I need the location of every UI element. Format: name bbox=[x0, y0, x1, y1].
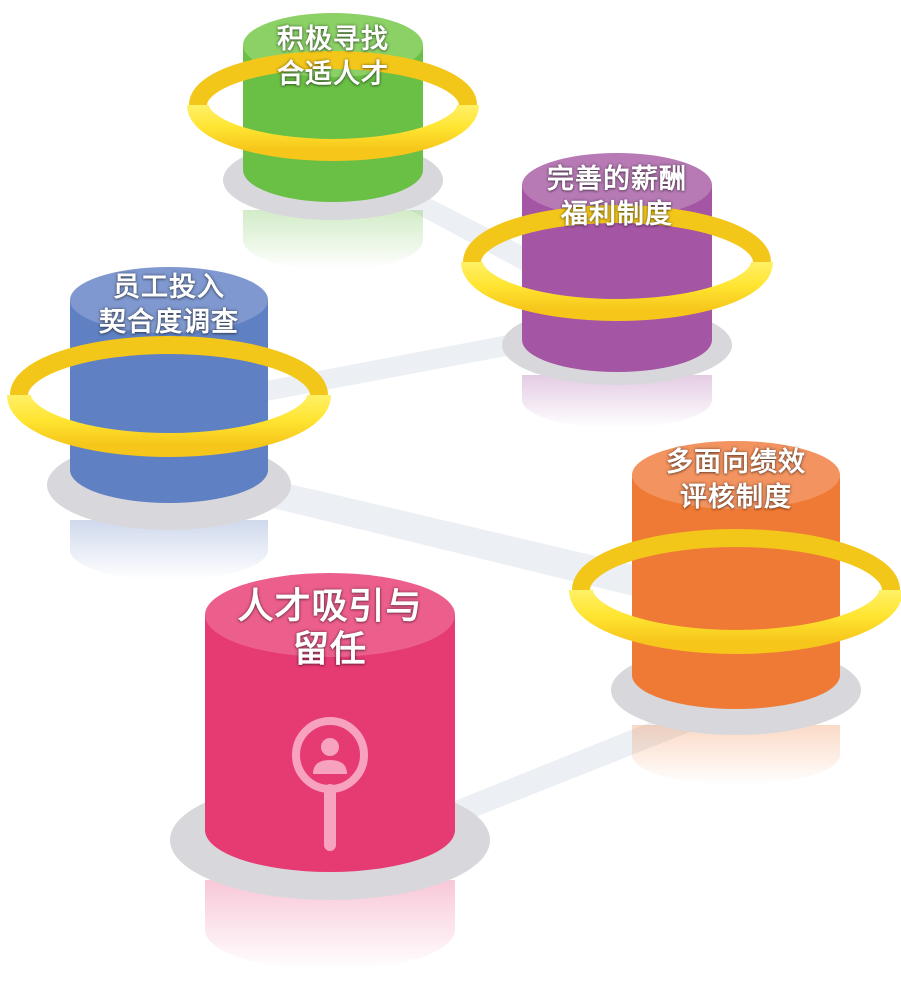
label-performance-line-2: 评核制度 bbox=[680, 482, 792, 514]
label-recruit-line-2: 合适人才 bbox=[277, 59, 389, 91]
label-performance: 多面向绩效 评核制度 bbox=[631, 445, 841, 515]
cylinder-top-performance bbox=[632, 441, 840, 509]
magnifier-person-icon bbox=[292, 717, 368, 851]
label-engagement-line-2: 契合度调查 bbox=[99, 307, 239, 339]
label-compensation-line-1: 完善的薪酬 bbox=[547, 164, 687, 195]
reflection-compensation bbox=[522, 375, 712, 428]
reflection-engagement bbox=[70, 520, 268, 580]
node-compensation bbox=[461, 153, 773, 428]
cylinder-top-center bbox=[205, 573, 455, 657]
label-performance-line-1: 多面向绩效 bbox=[666, 447, 806, 478]
cylinder-top-compensation bbox=[522, 153, 712, 217]
label-compensation: 完善的薪酬 福利制度 bbox=[517, 162, 717, 232]
label-recruit-line-1: 积极寻找 bbox=[277, 24, 389, 55]
reflection-performance bbox=[632, 725, 840, 785]
label-center-line-1: 人才吸引与 bbox=[237, 586, 423, 627]
label-center: 人才吸引与 留任 bbox=[205, 585, 455, 671]
ring-front-recruit bbox=[187, 103, 479, 161]
cylinder-top-engagement bbox=[70, 267, 268, 333]
label-compensation-line-2: 福利制度 bbox=[561, 199, 673, 231]
label-engagement-line-1: 员工投入 bbox=[113, 272, 225, 303]
connector-engagement-performance bbox=[230, 470, 655, 600]
node-center bbox=[170, 573, 490, 970]
label-center-line-2: 留任 bbox=[292, 629, 367, 671]
node-engagement bbox=[7, 267, 331, 580]
label-recruit: 积极寻找 合适人才 bbox=[243, 22, 423, 92]
ring-front-compensation bbox=[461, 260, 773, 321]
ring-front-performance bbox=[569, 588, 901, 654]
label-engagement: 员工投入 契合度调查 bbox=[69, 270, 269, 340]
reflection-center bbox=[205, 880, 455, 970]
node-recruit bbox=[187, 13, 479, 270]
reflection-recruit bbox=[243, 210, 423, 270]
cylinder-body-recruit bbox=[243, 45, 423, 202]
node-performance bbox=[569, 441, 901, 785]
cylinder-body-compensation bbox=[522, 185, 712, 372]
ring-front-engagement bbox=[7, 393, 331, 457]
